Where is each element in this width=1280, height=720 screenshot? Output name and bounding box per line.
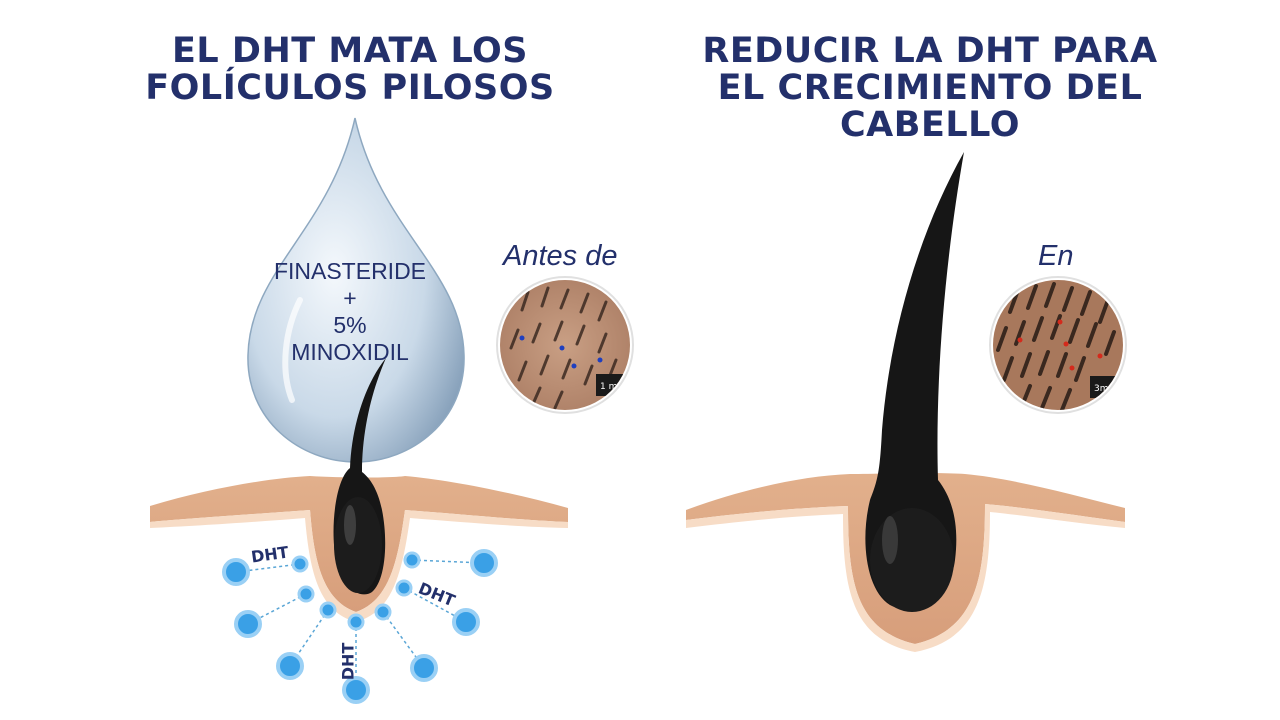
- right-title-line-2: EL CRECIMIENTO DEL: [717, 68, 1143, 108]
- dht-label: DHT: [338, 642, 358, 681]
- hair-strand-left-icon: [333, 358, 386, 595]
- drop-text-line-4: MINOXIDIL: [291, 339, 409, 365]
- drop-text-line-1: FINASTERIDE: [273, 258, 427, 284]
- hair-strand-right-icon: [865, 152, 964, 612]
- left-title-line-2: FOLÍCULOS PILOSOS: [145, 68, 555, 108]
- scale-label-before: 1 mm: [600, 382, 626, 392]
- left-title: EL DHT MATA LOS FOLÍCULOS PILOSOS: [90, 33, 610, 107]
- right-title: REDUCIR LA DHT PARA EL CRECIMIENTO DEL C…: [660, 33, 1200, 144]
- scale-label-after: 3mm: [1094, 384, 1117, 394]
- drop-text-line-2: +: [343, 285, 357, 311]
- caption-before: Antes de: [503, 240, 618, 272]
- drop-text: FINASTERIDE + 5% MINOXIDIL: [265, 258, 435, 366]
- right-title-line-3: CABELLO: [840, 105, 1020, 145]
- scalp-photo-before: 1 mm: [496, 276, 634, 414]
- right-title-line-1: REDUCIR LA DHT PARA: [702, 31, 1158, 71]
- left-title-line-1: EL DHT MATA LOS: [172, 31, 528, 71]
- caption-after: En: [1038, 240, 1074, 272]
- drop-text-line-3: 5%: [333, 312, 367, 338]
- scalp-photo-after: 3mm: [989, 276, 1127, 414]
- dht-molecule-dots: [222, 549, 498, 704]
